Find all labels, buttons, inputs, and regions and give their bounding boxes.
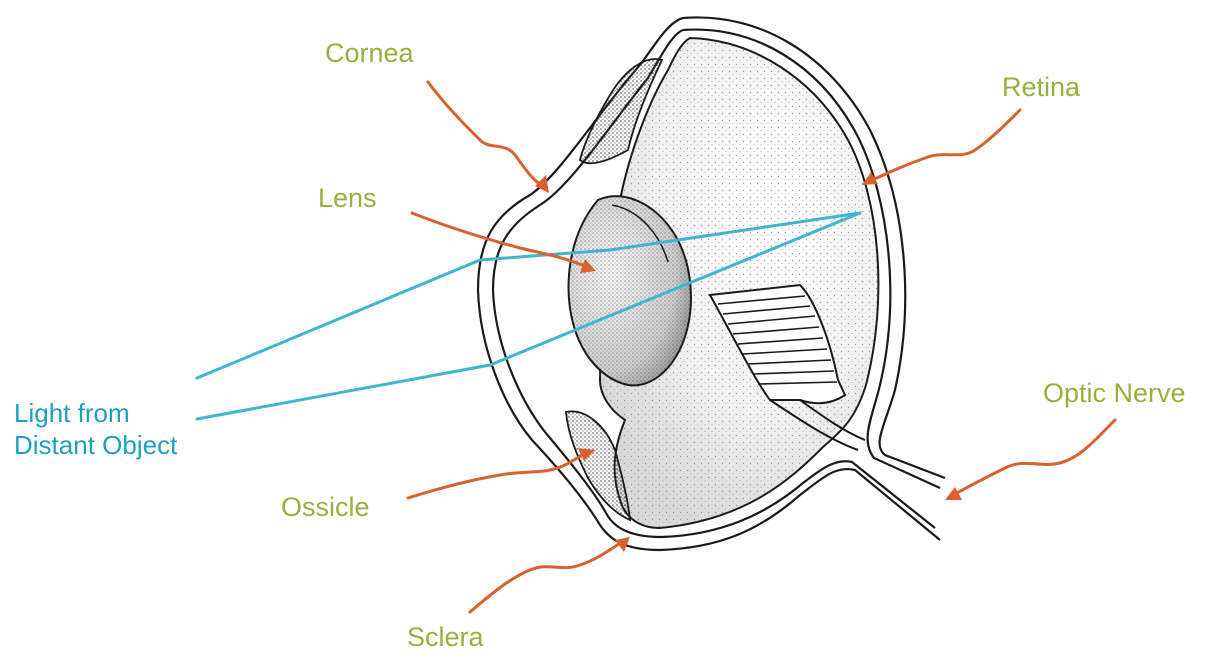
light-label-line2: Distant Object [14, 430, 177, 460]
retina-arrow [868, 110, 1020, 182]
optic-nerve-arrow [950, 420, 1115, 497]
cornea-label: Cornea [325, 38, 414, 68]
cornea-arrow [428, 82, 545, 188]
retina-label: Retina [1002, 72, 1080, 102]
optic-nerve-label: Optic Nerve [1043, 378, 1186, 408]
sclera-label: Sclera [407, 622, 484, 652]
light-label-line1: Light from [14, 398, 130, 428]
sclera-arrow [470, 540, 625, 612]
ossicle-label: Ossicle [281, 492, 370, 522]
lens-label: Lens [318, 183, 377, 213]
